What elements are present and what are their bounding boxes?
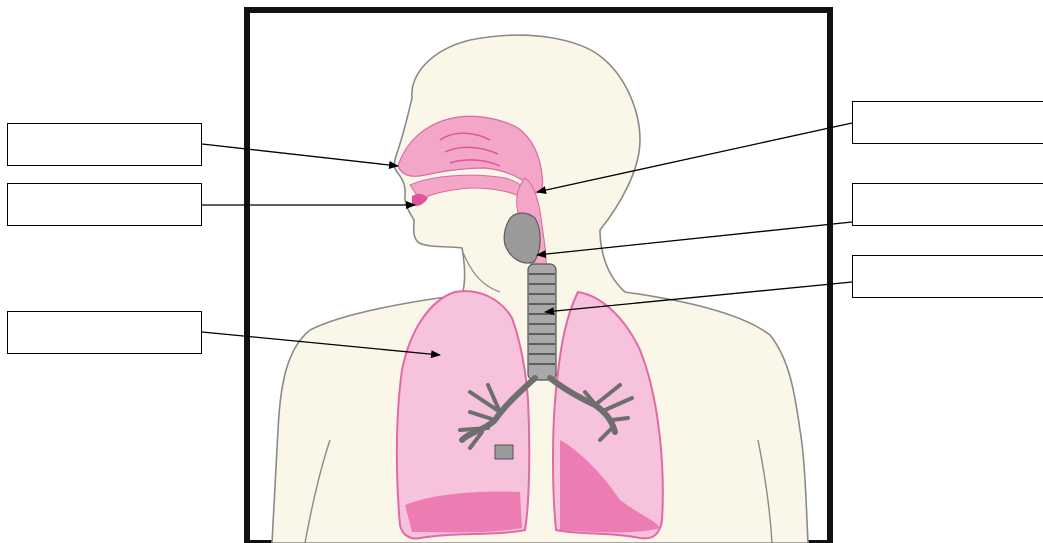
label-box-trachea[interactable] (852, 255, 1043, 298)
label-box-lung[interactable] (7, 311, 202, 354)
label-box-nose[interactable] (7, 123, 202, 166)
bronchus-segment (495, 445, 513, 459)
label-box-larynx[interactable] (852, 183, 1043, 226)
label-box-mouth[interactable] (7, 183, 202, 226)
trachea (528, 264, 556, 380)
label-box-pharynx[interactable] (852, 101, 1043, 144)
